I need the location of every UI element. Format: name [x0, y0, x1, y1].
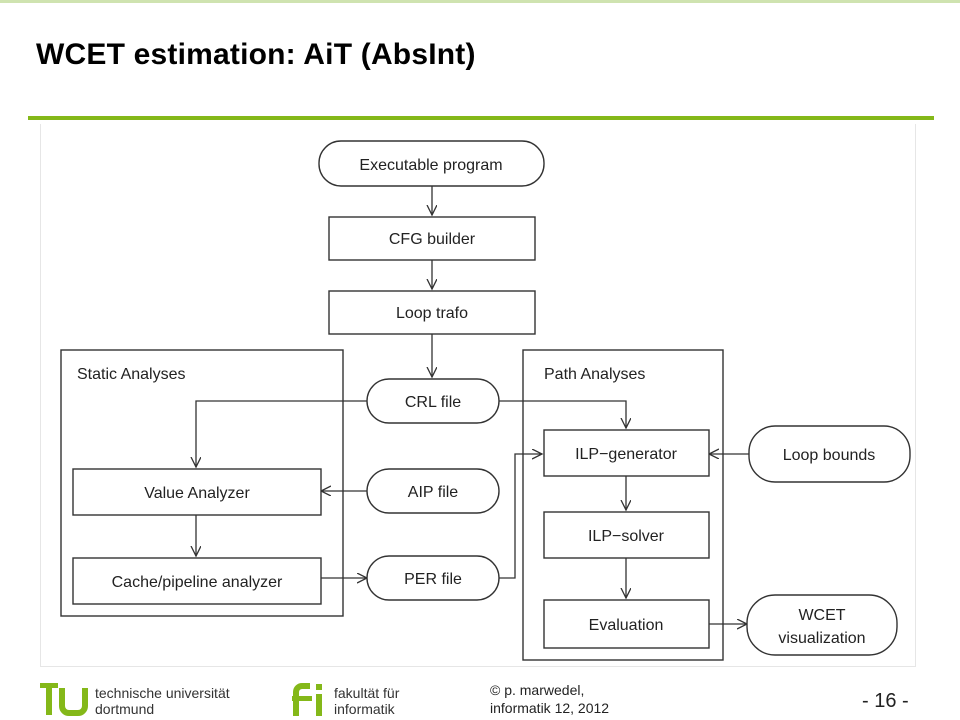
ilp-generator-node: ILP−generator — [543, 429, 710, 477]
loop-trafo-label: Loop trafo — [396, 305, 468, 322]
crl-file-node: CRL file — [366, 378, 500, 424]
per-file-node: PER file — [366, 555, 500, 601]
top-accent-line — [0, 0, 960, 3]
cfg-builder-label: CFG builder — [389, 231, 476, 248]
page-number: - 16 - — [862, 690, 909, 712]
university-line2: dortmund — [95, 701, 155, 717]
copyright-line2: informatik 12, 2012 — [490, 700, 610, 716]
loop-bounds-label: Loop bounds — [783, 447, 876, 464]
copyright-notice: © p. marwedel, informatik 12, 2012 — [490, 681, 609, 717]
ilp-solver-label: ILP−solver — [588, 528, 665, 545]
title-rule — [28, 116, 934, 120]
ilp-solver-node: ILP−solver — [543, 511, 710, 559]
diagram-connectors — [196, 186, 749, 624]
wcet-label-line2: visualization — [778, 630, 865, 647]
slide-title: WCET estimation: AiT (AbsInt) — [36, 38, 476, 71]
faculty-name: fakultät für informatik — [334, 685, 399, 717]
aip-file-label: AIP file — [408, 484, 459, 501]
crl-file-label: CRL file — [405, 394, 461, 411]
university-line1: technische universität — [95, 685, 230, 701]
cache-pipeline-analyzer-node: Cache/pipeline analyzer — [72, 557, 322, 605]
university-name: technische universität dortmund — [95, 685, 230, 717]
path-analyses-group — [522, 349, 724, 661]
diagram-canvas: Static Analyses Path Analyses Executable… — [60, 140, 911, 661]
wcet-label-line1: WCET — [798, 607, 845, 624]
value-analyzer-node: Value Analyzer — [72, 468, 322, 516]
evaluation-node: Evaluation — [543, 599, 710, 649]
ilp-generator-label: ILP−generator — [575, 446, 678, 463]
fi-logo-icon — [292, 683, 322, 716]
value-analyzer-label: Value Analyzer — [144, 485, 250, 502]
per-file-label: PER file — [404, 571, 462, 588]
cfg-builder-node: CFG builder — [328, 216, 536, 261]
executable-program-label: Executable program — [359, 157, 502, 174]
copyright-line1: © p. marwedel, — [490, 682, 585, 698]
loop-trafo-node: Loop trafo — [328, 290, 536, 335]
tu-logo-icon — [40, 683, 88, 716]
faculty-line1: fakultät für — [334, 685, 400, 701]
static-analyses-group — [60, 349, 344, 617]
cache-pipeline-analyzer-label: Cache/pipeline analyzer — [112, 574, 283, 591]
wcet-visualization-node: WCET visualization — [746, 594, 898, 656]
faculty-line2: informatik — [334, 701, 395, 717]
static-analyses-label: Static Analyses — [77, 366, 186, 383]
path-analyses-label: Path Analyses — [544, 366, 645, 383]
evaluation-label: Evaluation — [589, 617, 664, 634]
wcet-flow-diagram: Static Analyses Path Analyses Executable… — [40, 124, 916, 667]
loop-bounds-node: Loop bounds — [748, 425, 911, 483]
aip-file-node: AIP file — [366, 468, 500, 514]
executable-program-node: Executable program — [318, 140, 545, 187]
